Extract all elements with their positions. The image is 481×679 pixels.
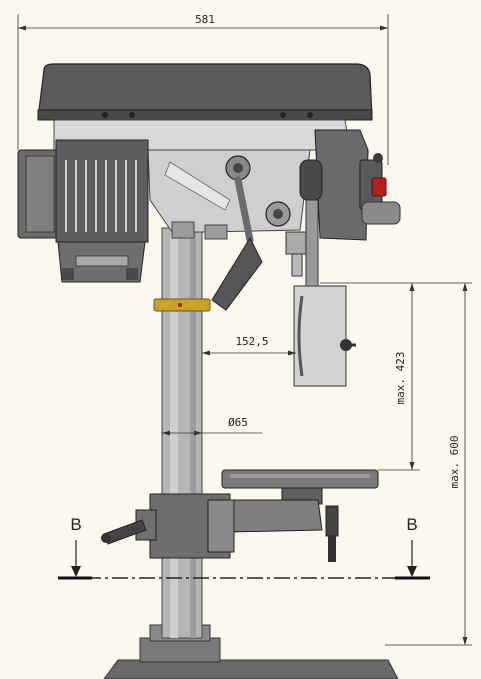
max-423-dimension: [320, 282, 420, 471]
motor-fins: [65, 160, 137, 232]
base-plate: [103, 624, 399, 679]
section-label-left: B: [70, 515, 81, 534]
spindle-offset-dimension: [202, 350, 296, 356]
max-600-dimension: [385, 282, 472, 646]
depth-collar: [153, 298, 211, 312]
motor: [17, 139, 149, 283]
column-diameter-label: Ø65: [228, 416, 248, 429]
feed-handles: [211, 155, 323, 311]
work-table: [221, 469, 379, 533]
spindle: [285, 231, 307, 277]
max-600-label: max. 600: [448, 436, 461, 489]
switch-box: [359, 153, 401, 225]
column-diameter-dimension: [162, 430, 262, 436]
overall-width-label: 581: [195, 13, 215, 26]
spindle-offset-label: 152,5: [235, 335, 268, 348]
section-label-right: B: [406, 515, 417, 534]
table-bracket: [101, 493, 339, 562]
max-423-label: max. 423: [394, 352, 407, 405]
overall-width-dimension: [17, 14, 389, 165]
chuck-guard: [293, 199, 356, 387]
section-line: [58, 540, 430, 580]
